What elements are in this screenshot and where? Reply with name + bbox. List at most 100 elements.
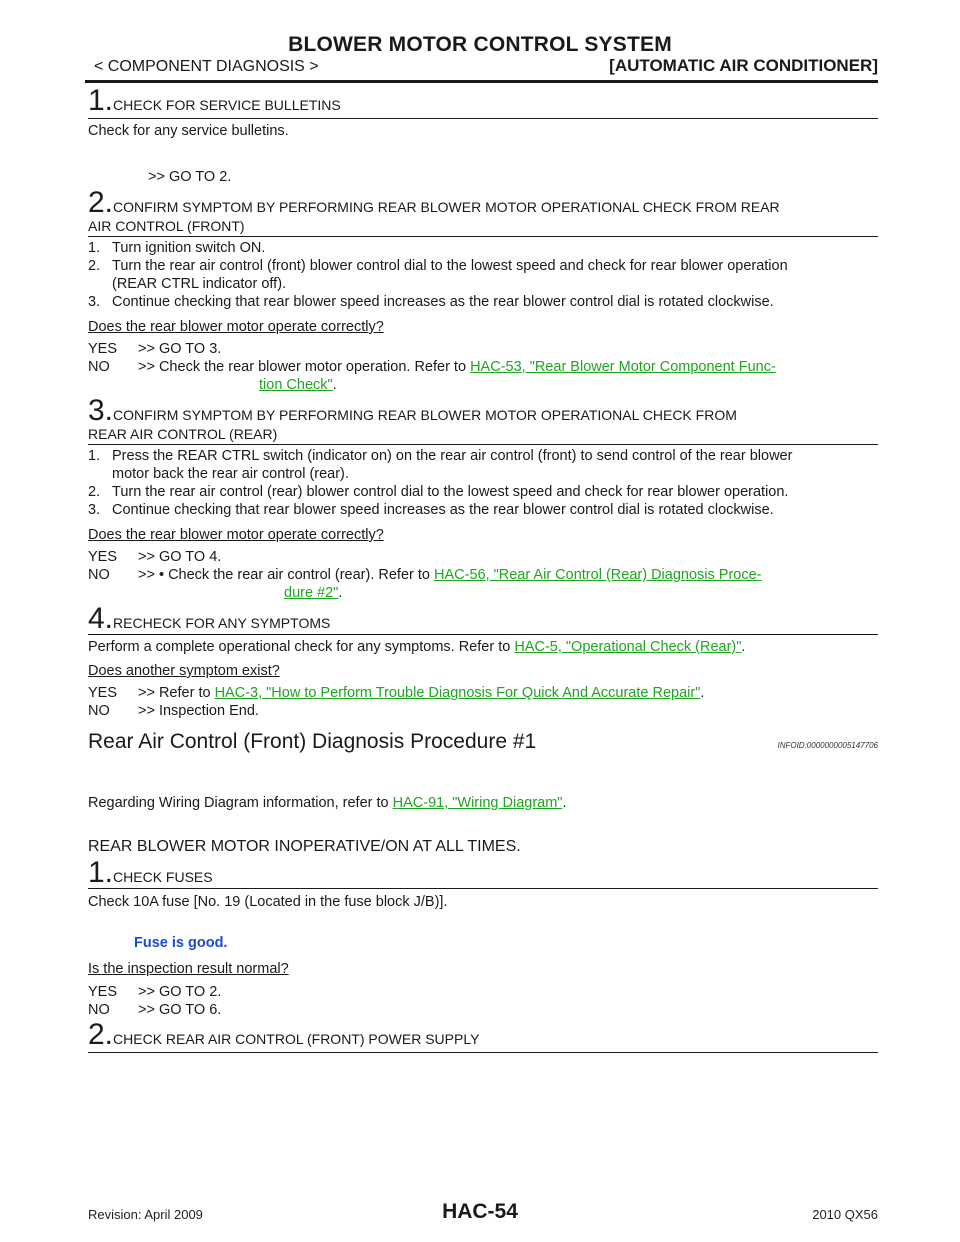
punct: . bbox=[562, 795, 567, 811]
step-2-question: Does the rear blower motor operate corre… bbox=[88, 319, 384, 335]
revision-date: Revision: April 2009 bbox=[88, 1207, 203, 1222]
list-text: (REAR CTRL indicator off). bbox=[112, 275, 287, 292]
answer-value: >> Inspection End. bbox=[138, 703, 259, 719]
step-1-heading: 1.CHECK FOR SERVICE BULLETINS bbox=[88, 86, 883, 116]
answer-key: YES bbox=[88, 984, 118, 1000]
step-number: 1. bbox=[88, 84, 114, 117]
list-number: 3. bbox=[88, 294, 101, 310]
list-number: 2. bbox=[88, 484, 101, 500]
list-number: 2. bbox=[88, 258, 101, 274]
model-year: 2010 QX56 bbox=[812, 1207, 878, 1222]
step-1-goto: >> GO TO 2. bbox=[148, 169, 232, 185]
answer-key: NO bbox=[88, 1002, 110, 1018]
answer-key: YES bbox=[88, 549, 118, 565]
ref-link-hac-3[interactable]: HAC-3, "How to Perform Trouble Diagnosis… bbox=[214, 685, 701, 701]
ref-link-hac-91[interactable]: HAC-91, "Wiring Diagram" bbox=[392, 795, 563, 811]
answer-value: >> Check the rear blower motor operation… bbox=[138, 358, 878, 376]
answer-key: NO bbox=[88, 567, 110, 583]
info-id: INFOID:0000000005147706 bbox=[777, 741, 878, 750]
list-number: 1. bbox=[88, 240, 101, 256]
answer-text: >> • Check the rear air control (rear). … bbox=[138, 567, 434, 583]
ref-link-hac-56-cont[interactable]: dure #2" bbox=[284, 585, 339, 601]
step-4-body: Perform a complete operational check for… bbox=[88, 638, 878, 656]
answer-value: >> • Check the rear air control (rear). … bbox=[138, 566, 878, 584]
step-title: RECHECK FOR ANY SYMPTOMS bbox=[113, 615, 331, 631]
step-rule bbox=[88, 1052, 878, 1053]
step-rule bbox=[88, 634, 878, 635]
ref-link-hac-53-cont[interactable]: tion Check" bbox=[259, 377, 333, 393]
answer-text: >> Refer to bbox=[138, 685, 215, 701]
step-title: CHECK FOR SERVICE BULLETINS bbox=[113, 97, 341, 113]
page-number: HAC-54 bbox=[442, 1200, 518, 1223]
list-text: Press the REAR CTRL switch (indicator on… bbox=[112, 448, 793, 464]
step-rule bbox=[88, 888, 878, 889]
list-number: 1. bbox=[88, 448, 101, 464]
list-item: 1. Turn ignition switch ON. bbox=[88, 240, 878, 258]
s2-step-2-heading: 2.CHECK REAR AIR CONTROL (FRONT) POWER S… bbox=[88, 1020, 883, 1050]
answer-yes: YES >> GO TO 2. bbox=[88, 983, 878, 1001]
list-text: Turn the rear air control (front) blower… bbox=[112, 258, 788, 274]
step-rule bbox=[88, 236, 878, 237]
answer-yes: YES>> GO TO 4. bbox=[88, 548, 878, 566]
step-number: 3. bbox=[88, 394, 114, 427]
page-title: BLOWER MOTOR CONTROL SYSTEM bbox=[288, 33, 672, 56]
answer-key: YES bbox=[88, 341, 118, 357]
section-title: Rear Air Control (Front) Diagnosis Proce… bbox=[88, 730, 537, 753]
step-3-heading: 3.CONFIRM SYMPTOM BY PERFORMING REAR BLO… bbox=[88, 396, 883, 426]
punct: . bbox=[332, 377, 337, 393]
step-rule bbox=[88, 118, 878, 119]
step-3-heading-cont: REAR AIR CONTROL (REAR) bbox=[88, 426, 278, 442]
wiring-reference: Regarding Wiring Diagram information, re… bbox=[88, 794, 878, 812]
list-item: 2. Turn the rear air control (front) blow… bbox=[88, 258, 878, 294]
list-text: Turn ignition switch ON. bbox=[112, 240, 266, 256]
list-item: 3. Continue checking that rear blower spe… bbox=[88, 502, 878, 520]
punct: . bbox=[741, 639, 746, 655]
step-number: 2. bbox=[88, 1018, 114, 1051]
step-2-heading-cont: AIR CONTROL (FRONT) bbox=[88, 218, 245, 234]
ref-link-hac-53[interactable]: HAC-53, "Rear Blower Motor Component Fun… bbox=[470, 359, 776, 375]
list-text: Continue checking that rear blower speed… bbox=[112, 502, 774, 518]
step-4-question: Does another symptom exist? bbox=[88, 663, 280, 679]
list-text: motor back the rear air control (rear). bbox=[112, 465, 349, 482]
answer-value: >> GO TO 3. bbox=[138, 341, 222, 357]
step-title: CHECK FUSES bbox=[113, 869, 213, 885]
answer-yes: YES >> Refer to HAC-3, "How to Perform T… bbox=[88, 684, 878, 702]
answer-value: >> Refer to HAC-3, "How to Perform Troub… bbox=[138, 684, 878, 702]
ref-link-hac-5[interactable]: HAC-5, "Operational Check (Rear)" bbox=[514, 639, 742, 655]
header-rule bbox=[85, 80, 878, 83]
step-title: CONFIRM SYMPTOM BY PERFORMING REAR BLOWE… bbox=[113, 199, 780, 215]
symptom-heading: REAR BLOWER MOTOR INOPERATIVE/ON AT ALL … bbox=[88, 838, 521, 855]
fuse-status: Fuse is good. bbox=[134, 935, 228, 951]
list-text: Turn the rear air control (rear) blower … bbox=[112, 484, 789, 500]
answer-value-cont: tion Check". bbox=[259, 376, 960, 394]
list-item: 1. Press the REAR CTRL switch (indicator … bbox=[88, 448, 878, 484]
answer-key: NO bbox=[88, 359, 110, 375]
punct: . bbox=[338, 585, 343, 601]
step-number: 2. bbox=[88, 186, 114, 219]
answer-key: NO bbox=[88, 703, 110, 719]
step-3-question: Does the rear blower motor operate corre… bbox=[88, 527, 384, 543]
answer-no: NO >> Check the rear blower motor operat… bbox=[88, 358, 878, 394]
answer-value: >> GO TO 6. bbox=[138, 1002, 222, 1018]
step-2-heading: 2.CONFIRM SYMPTOM BY PERFORMING REAR BLO… bbox=[88, 188, 883, 218]
list-text: Continue checking that rear blower speed… bbox=[112, 294, 774, 310]
list-item: 2. Turn the rear air control (rear) blowe… bbox=[88, 484, 878, 502]
answer-yes: YES >> GO TO 3. bbox=[88, 340, 878, 358]
list-number: 3. bbox=[88, 502, 101, 518]
s2-step-1-heading: 1.CHECK FUSES bbox=[88, 858, 883, 888]
answer-value-cont: dure #2". bbox=[284, 584, 960, 602]
punct: . bbox=[700, 685, 705, 701]
step-title: CONFIRM SYMPTOM BY PERFORMING REAR BLOWE… bbox=[113, 407, 737, 423]
step-4-heading: 4.RECHECK FOR ANY SYMPTOMS bbox=[88, 604, 883, 634]
step-number: 1. bbox=[88, 856, 114, 889]
step-title: CHECK REAR AIR CONTROL (FRONT) POWER SUP… bbox=[113, 1031, 480, 1047]
s2-step-1-question: Is the inspection result normal? bbox=[88, 961, 289, 977]
answer-value: >> GO TO 2. bbox=[138, 984, 222, 1000]
ref-link-hac-56[interactable]: HAC-56, "Rear Air Control (Rear) Diagnos… bbox=[434, 567, 762, 583]
answer-no: NO >> Inspection End. bbox=[88, 702, 878, 720]
answer-key: YES bbox=[88, 685, 118, 701]
section-tag: [AUTOMATIC AIR CONDITIONER] bbox=[609, 56, 878, 75]
answer-no: NO >> • Check the rear air control (rear… bbox=[88, 566, 878, 602]
body-text: Regarding Wiring Diagram information, re… bbox=[88, 795, 393, 811]
step-number: 4. bbox=[88, 602, 114, 635]
